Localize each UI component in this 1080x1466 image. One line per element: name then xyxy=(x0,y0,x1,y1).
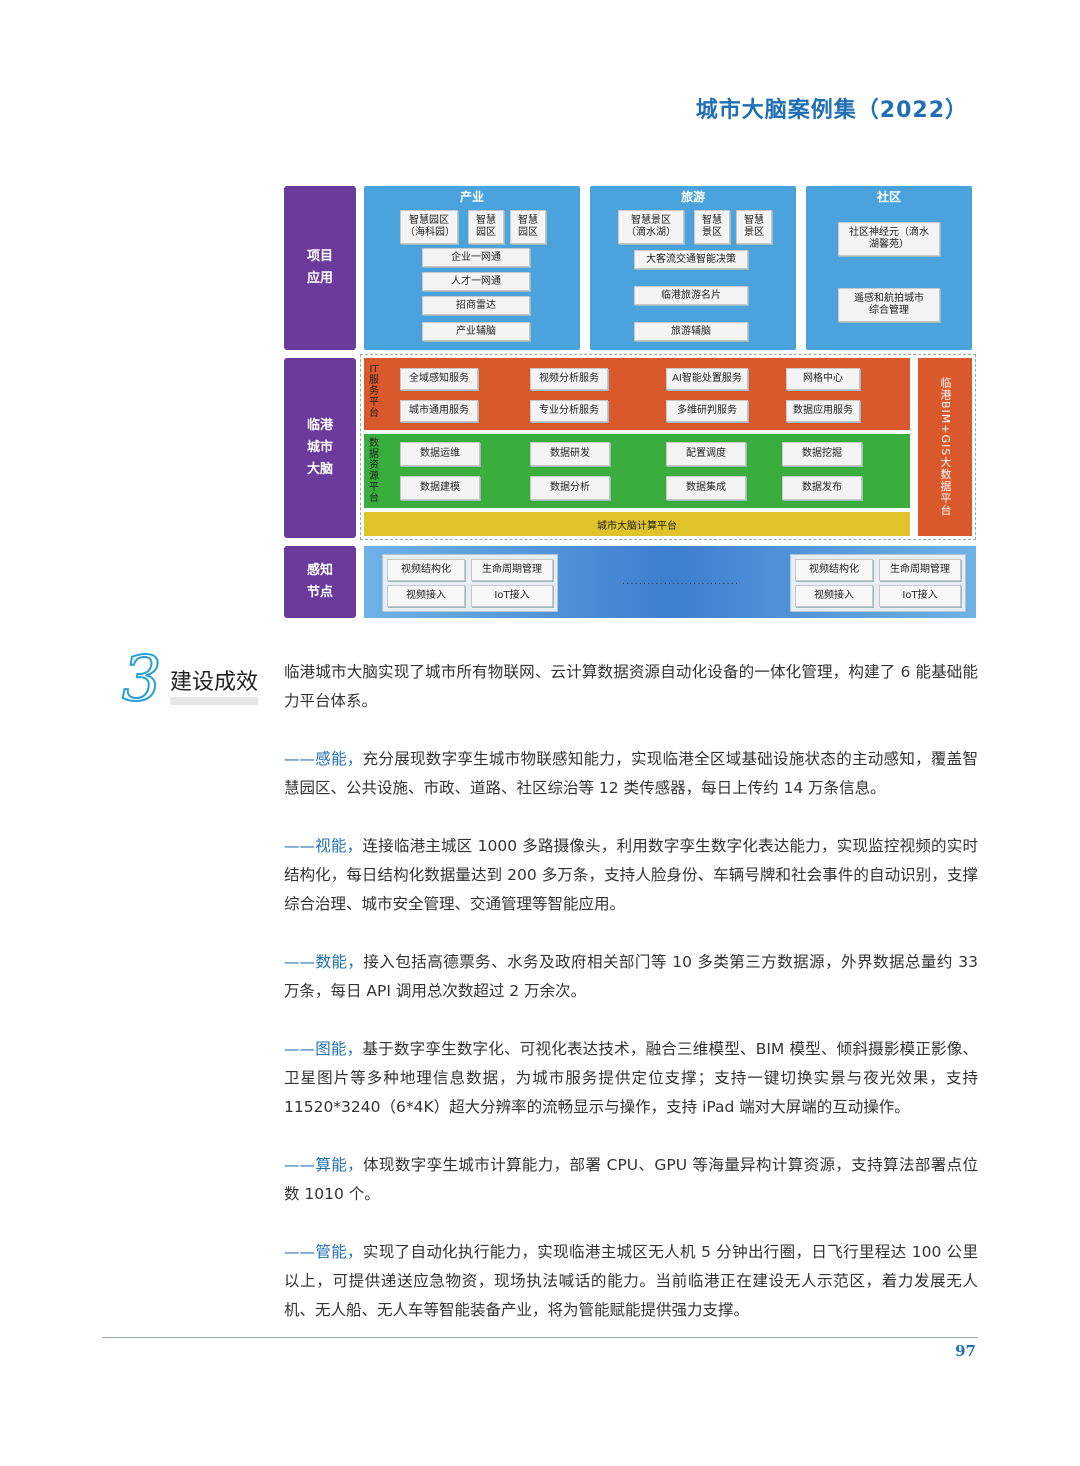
box-item: 数据分析 xyxy=(530,476,610,500)
box-item: 数据研发 xyxy=(530,442,610,466)
box-item: 多维研判服务 xyxy=(666,400,748,422)
it-service-platform: IT服务平台 全域感知服务 视频分析服务 AI智能处置服务 网格中心 城市通用服… xyxy=(364,358,910,430)
compute-platform: 城市大脑计算平台 xyxy=(364,512,910,536)
data-resource-platform: 数据资源平台 数据运维 数据研发 配置调度 数据挖掘 数据建模 数据分析 数据集… xyxy=(364,434,910,508)
paragraph: ——视能，连接临港主城区 1000 多路摄像头，利用数字孪生数字化表达能力，实现… xyxy=(284,837,978,913)
box-item: 网格中心 xyxy=(786,368,860,390)
box-item: 视频接入 xyxy=(795,585,873,607)
box-item: 数据运维 xyxy=(400,442,480,466)
box-item: 智慧园区 xyxy=(510,210,546,244)
paragraph: ——算能，体现数字孪生城市计算能力，部署 CPU、GPU 等海量异构计算资源，支… xyxy=(284,1156,978,1203)
it-platform-label: IT服务平台 xyxy=(369,364,379,419)
paragraph: ——管能，实现了自动化执行能力，实现临港主城区无人机 5 分钟出行圈，日飞行里程… xyxy=(284,1243,978,1319)
layer-label-project: 项目应用 xyxy=(284,186,356,350)
box-item: AI智能处置服务 xyxy=(666,368,748,390)
section-title: 建设成效 xyxy=(170,670,259,695)
box-item: 智慧园区 xyxy=(468,210,504,244)
panel-tourism: 旅游 智慧景区（滴水湖） 智慧景区 智慧景区 大客流交通智能决策 临港旅游名片 … xyxy=(590,186,796,350)
box-item: 城市通用服务 xyxy=(400,400,478,422)
box-item: 数据应用服务 xyxy=(786,400,860,422)
layer-label-brain: 临港城市大脑 xyxy=(284,358,356,538)
running-header-title: 城市大脑案例集（2022） xyxy=(695,98,968,123)
box-item: 大客流交通智能决策 xyxy=(634,250,748,269)
section-underline xyxy=(170,697,258,705)
box-item: 数据发布 xyxy=(782,476,862,500)
box-item: 生命周期管理 xyxy=(471,559,553,581)
box-item: 专业分析服务 xyxy=(530,400,608,422)
paragraph-lead: ——视能， xyxy=(284,837,363,855)
box-item: 社区神经元（滴水湖馨苑） xyxy=(838,222,940,256)
box-item: 视频结构化 xyxy=(387,559,465,581)
box-item: 智慧园区（海科园） xyxy=(400,210,458,244)
box-item: 旅游辅脑 xyxy=(634,322,748,341)
paragraph-lead: ——感能， xyxy=(284,750,363,768)
sense-node-strip: 视频结构化 生命周期管理 视频接入 IoT接入 ................… xyxy=(364,546,976,618)
box-item: 临港旅游名片 xyxy=(634,286,748,305)
box-item: 视频接入 xyxy=(387,585,465,607)
panel-industry: 产业 智慧园区（海科园） 智慧园区 智慧园区 企业一网通 人才一网通 招商雷达 … xyxy=(364,186,580,350)
box-item: 配置调度 xyxy=(666,442,746,466)
paragraph: ——图能，基于数字孪生数字化、可视化表达技术，融合三维模型、BIM 模型、倾斜摄… xyxy=(284,1040,978,1116)
box-item: 数据集成 xyxy=(666,476,746,500)
box-item: 智慧景区 xyxy=(736,210,772,244)
sense-group-right: 视频结构化 生命周期管理 视频接入 IoT接入 xyxy=(790,554,966,612)
data-platform-label: 数据资源平台 xyxy=(369,438,379,504)
paragraph: ——感能，充分展现数字孪生城市物联感知能力，实现临港全区域基础设施状态的主动感知… xyxy=(284,750,978,797)
paragraph-lead: ——数能， xyxy=(284,953,364,971)
layer-label-sense: 感知节点 xyxy=(284,546,356,618)
box-item: IoT接入 xyxy=(471,585,553,607)
architecture-diagram: 项目应用 临港城市大脑 感知节点 产业 智慧园区（海科园） 智慧园区 智慧园区 … xyxy=(284,184,978,622)
paragraph-lead: ——图能， xyxy=(284,1040,363,1058)
box-item: 数据建模 xyxy=(400,476,480,500)
box-item: IoT接入 xyxy=(879,585,961,607)
paragraph: 临港城市大脑实现了城市所有物联网、云计算数据资源自动化设备的一体化管理，构建了 … xyxy=(284,663,978,710)
box-item: 遥感和航拍城市综合管理 xyxy=(838,288,940,322)
box-item: 生命周期管理 xyxy=(879,559,961,581)
box-item: 智慧景区 xyxy=(694,210,730,244)
bim-gis-platform: 临港BIM+GIS大数据平台 xyxy=(918,358,972,536)
box-item: 视频分析服务 xyxy=(530,368,608,390)
sense-group-left: 视频结构化 生命周期管理 视频接入 IoT接入 xyxy=(382,554,558,612)
box-item: 产业辅脑 xyxy=(422,322,530,341)
section-number: 3 xyxy=(121,642,162,715)
box-item: 视频结构化 xyxy=(795,559,873,581)
panel-title: 旅游 xyxy=(680,190,705,204)
box-item: 人才一网通 xyxy=(422,272,530,291)
paragraph-lead: ——管能， xyxy=(284,1243,363,1261)
paragraph-lead: ——算能， xyxy=(284,1156,364,1174)
paragraph: ——数能，接入包括高德票务、水务及政府相关部门等 10 多类第三方数据源，外界数… xyxy=(284,953,978,1000)
brain-frame xyxy=(360,354,976,540)
page-number: 97 xyxy=(955,1342,976,1360)
panel-title: 产业 xyxy=(459,190,484,204)
box-item: 招商雷达 xyxy=(422,296,530,315)
box-item: 数据挖掘 xyxy=(782,442,862,466)
box-item: 全域感知服务 xyxy=(400,368,478,390)
ellipsis: ............................ xyxy=(622,576,740,587)
footer-rule xyxy=(102,1337,978,1338)
panel-community: 社区 社区神经元（滴水湖馨苑） 遥感和航拍城市综合管理 xyxy=(806,186,972,350)
box-item: 智慧景区（滴水湖） xyxy=(618,210,684,244)
box-item: 企业一网通 xyxy=(422,248,530,267)
panel-title: 社区 xyxy=(876,190,901,204)
